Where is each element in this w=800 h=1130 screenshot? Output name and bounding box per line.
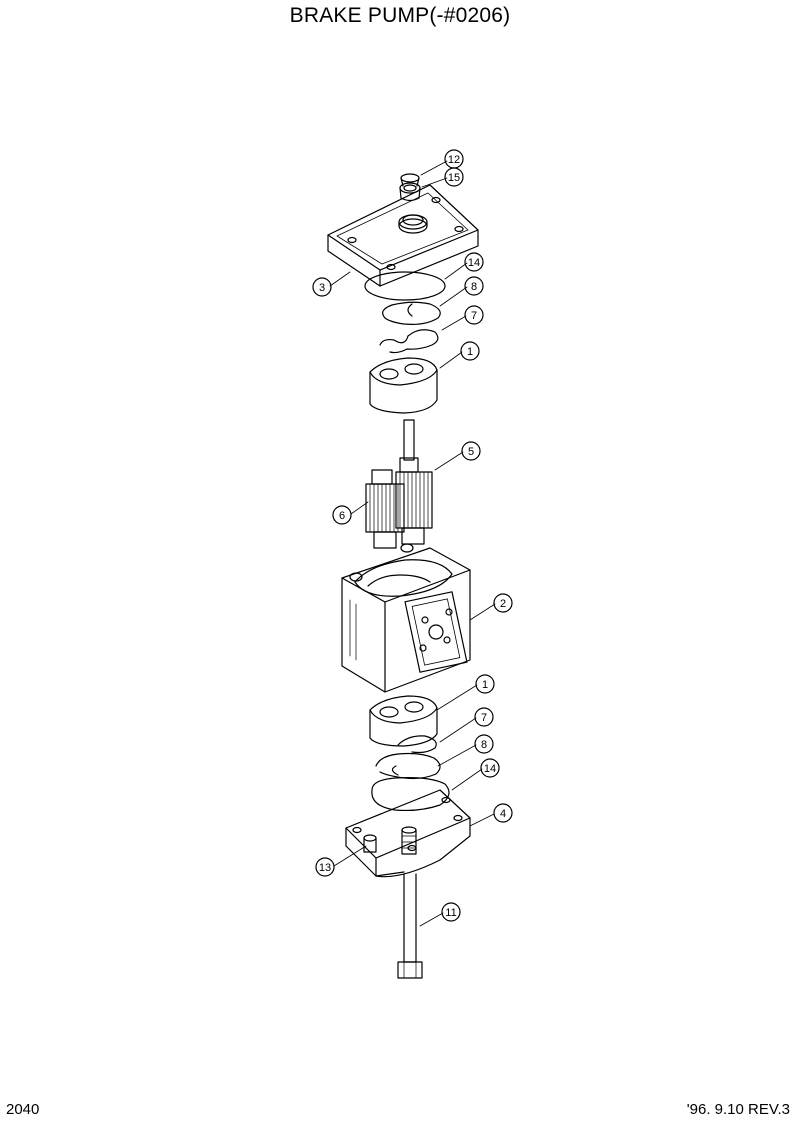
leader-lines [329,160,496,927]
callout-2-label: 2 [500,598,506,610]
revision-date: '96. 9.10 REV.3 [686,1101,790,1118]
callout-7-bottom: 7 [474,707,494,727]
callout-7-bottom-label: 7 [481,712,487,724]
callout-1-top-label: 1 [467,346,473,358]
callout-11-label: 11 [445,907,456,919]
bushing-part-1-top [369,357,438,414]
callout-3: 3 [312,277,332,297]
gasket-part-7-bottom [397,735,437,754]
seal-ring-part-14-top [364,271,446,301]
callout-14-top: 14 [464,252,484,272]
callout-6-label: 6 [339,510,345,522]
callout-15-label: 15 [448,172,460,184]
gasket-part-7-top [379,329,439,354]
diagram-title: BRAKE PUMP(-#0206) [289,4,511,27]
callout-3-label: 3 [319,282,325,294]
front-cover-part-3 [327,184,479,287]
callout-14-bottom-label: 14 [484,763,496,775]
pump-body-part-2 [341,543,471,693]
callout-7-top-label: 7 [471,310,477,322]
seal-ring-part-14-bottom [371,777,450,812]
bushing-part-1-bottom [369,695,438,747]
callout-8-top-label: 8 [471,281,477,293]
callout-11: 11 [441,902,461,922]
callout-8-bottom: 8 [474,734,494,754]
callout-14-top-label: 14 [468,257,480,269]
callout-4-label: 4 [500,808,506,820]
page-number: 2040 [6,1101,40,1118]
callout-15: 15 [444,167,464,187]
rear-cover-part-4 [345,789,471,878]
backup-ring-part-8-bottom [375,752,441,780]
callout-12: 12 [444,149,464,169]
callout-13-label: 13 [319,862,331,874]
callout-5: 5 [461,441,481,461]
callout-1-bottom-label: 1 [482,679,488,691]
callout-8-bottom-label: 8 [481,739,487,751]
callout-2: 2 [493,593,513,613]
callout-1-top: 1 [460,341,480,361]
callout-14-bottom: 14 [480,758,500,778]
drive-gear-part-5 [395,419,433,545]
callout-12-label: 12 [448,154,460,166]
callout-6: 6 [332,505,352,525]
callout-1-bottom: 1 [475,674,495,694]
callout-13: 13 [315,857,335,877]
callout-8-top: 8 [464,276,484,296]
callout-4: 4 [493,803,513,823]
backup-ring-part-8-top [382,301,441,325]
driven-gear-part-6 [365,469,405,549]
callout-5-label: 5 [468,446,474,458]
callout-7-top: 7 [464,305,484,325]
bolt-part-11 [397,873,423,979]
